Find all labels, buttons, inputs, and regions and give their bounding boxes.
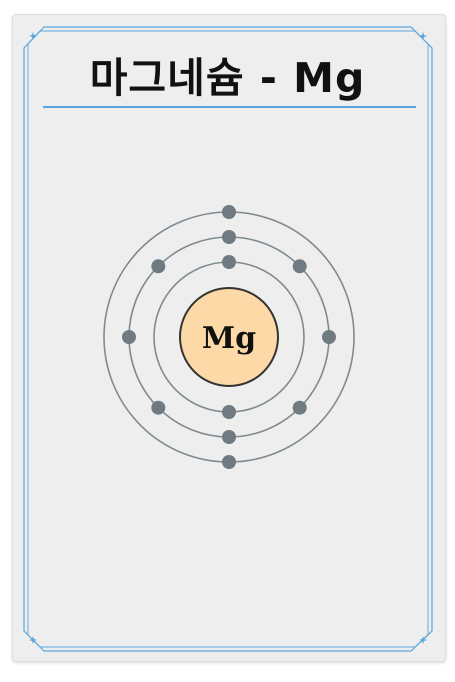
electron-shell-2-2	[292, 259, 307, 274]
electron-shell-2-4	[292, 400, 307, 415]
corner-star-icon-bottom-left	[29, 636, 37, 644]
electrons-layer	[122, 205, 336, 469]
corner-star-icon-bottom-right	[419, 636, 427, 644]
nucleus-symbol: Mg	[202, 321, 256, 356]
electron-shell-3-2	[222, 455, 236, 469]
electron-shell-2-7	[122, 330, 136, 344]
electron-shell-2-5	[222, 430, 236, 444]
corner-star-icon-top-left	[29, 32, 37, 40]
electron-shell-3-1	[222, 205, 236, 219]
nucleus	[179, 287, 279, 387]
electron-shell-2-3	[322, 330, 336, 344]
corner-star-icon-top-right	[419, 32, 427, 40]
electron-shell-2-8	[151, 259, 166, 274]
frame-inner-border	[27, 30, 429, 648]
electron-shell-2-6	[151, 400, 166, 415]
electron-shell-2-1	[222, 230, 236, 244]
electron-shell-1-2	[222, 405, 236, 419]
electron-shell-1-1	[222, 255, 236, 269]
title-divider	[43, 106, 416, 108]
card-title: 마그네슘 - Mg	[89, 54, 366, 102]
